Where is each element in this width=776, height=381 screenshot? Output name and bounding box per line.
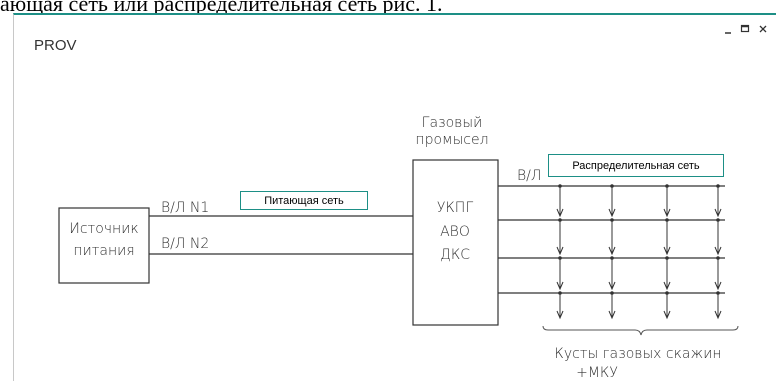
junction-dot xyxy=(716,256,720,260)
supply-network-label: Питающая сеть xyxy=(240,191,368,210)
minimize-icon xyxy=(725,32,731,34)
supply-line-n1-label: В/Л N1 xyxy=(161,200,209,216)
well-arrow-icon xyxy=(714,208,722,218)
well-arrow-icon xyxy=(714,281,722,291)
well-arrow-icon xyxy=(714,310,722,320)
maximize-button[interactable] xyxy=(737,21,753,37)
junction-dot xyxy=(558,291,562,295)
junction-dot xyxy=(716,218,720,222)
power-source-label-line2: питания xyxy=(73,243,134,259)
junction-dot xyxy=(665,218,669,222)
wells-caption-line2: +МКУ xyxy=(576,365,618,381)
facility-label-ukpg: УКПГ xyxy=(437,200,473,216)
gas-field-title-line1: Газовый xyxy=(422,115,483,131)
junction-dot xyxy=(558,256,562,260)
distribution-network-label: Распределительная сеть xyxy=(548,154,724,177)
junction-dot xyxy=(716,184,720,188)
well-arrow-icon xyxy=(608,310,616,320)
junction-dot xyxy=(610,218,614,222)
junction-dot xyxy=(558,218,562,222)
wells-caption-line1: Кусты газовых скажин xyxy=(554,346,721,362)
junction-dot xyxy=(665,184,669,188)
well-arrow-icon xyxy=(556,310,564,320)
well-arrow-icon xyxy=(663,281,671,291)
minimize-button[interactable] xyxy=(720,21,736,37)
window-title: PROV xyxy=(34,37,77,54)
junction-dot xyxy=(665,291,669,295)
junction-dot xyxy=(716,291,720,295)
power-source-box xyxy=(58,207,150,284)
close-button[interactable] xyxy=(755,21,771,37)
well-arrow-icon xyxy=(608,281,616,291)
junction-dot xyxy=(610,291,614,295)
document-caption: ающая сеть или распределительная сеть ри… xyxy=(0,0,443,15)
well-arrow-icon xyxy=(556,208,564,218)
wells-brace xyxy=(542,325,739,336)
app-window: PROV xyxy=(13,13,776,381)
junction-dot xyxy=(665,256,669,260)
facility-box xyxy=(412,159,499,326)
junction-dot xyxy=(610,184,614,188)
well-arrow-icon xyxy=(608,208,616,218)
well-arrow-icon xyxy=(556,281,564,291)
power-source-label-line1: Источник xyxy=(69,221,138,237)
maximize-icon xyxy=(740,24,750,33)
facility-label-dks: ДКС xyxy=(440,247,470,263)
distribution-network xyxy=(498,184,725,320)
facility-label-avo: АВО xyxy=(440,224,470,240)
well-arrow-icon xyxy=(663,208,671,218)
gas-field-title-line2: промысел xyxy=(415,132,488,148)
well-arrow-icon xyxy=(556,246,564,256)
well-arrow-icon xyxy=(663,310,671,320)
well-arrow-icon xyxy=(663,246,671,256)
junction-dot xyxy=(610,256,614,260)
outlet-line-label: В/Л xyxy=(517,168,541,184)
well-arrow-icon xyxy=(608,246,616,256)
well-arrow-icon xyxy=(714,246,722,256)
supply-line-n2-label: В/Л N2 xyxy=(161,236,209,252)
close-icon xyxy=(759,25,767,33)
junction-dot xyxy=(558,184,562,188)
